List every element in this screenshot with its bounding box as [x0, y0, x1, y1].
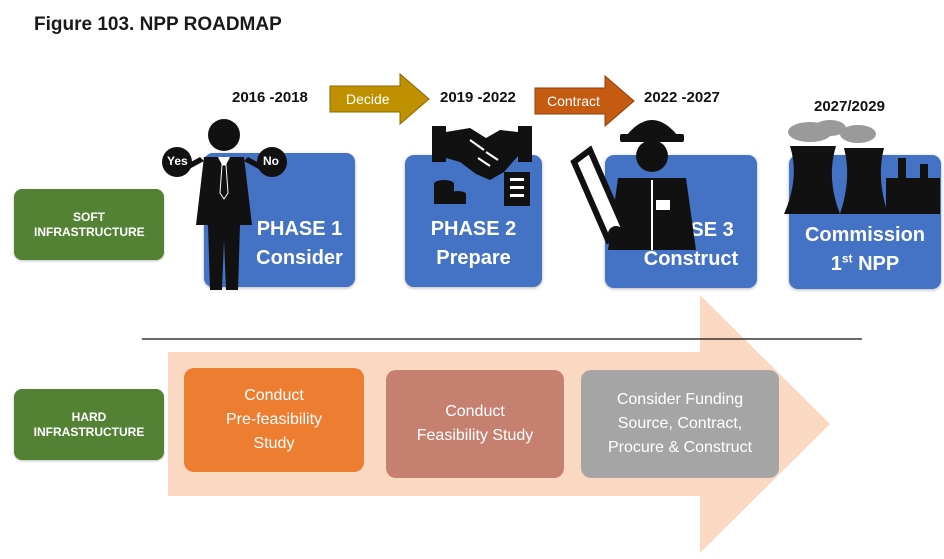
hard-infrastructure-label: HARD INFRASTRUCTURE	[14, 389, 164, 460]
no-sign: No	[263, 154, 279, 168]
commission-subtitle: 1st NPP	[830, 251, 900, 275]
year-commission: 2027/2029	[814, 98, 885, 115]
construction-worker-icon	[570, 120, 696, 250]
feasibility-step: Conduct Feasibility Study	[386, 370, 564, 478]
contract-label: Contract	[547, 93, 600, 109]
pre-feasibility-step: Conduct Pre-feasibility Study	[184, 368, 364, 472]
decide-arrow	[329, 72, 430, 126]
year-phase-2: 2019 -2022	[440, 89, 516, 106]
phase-2-subtitle: Prepare	[436, 247, 511, 269]
year-phase-3: 2022 -2027	[644, 89, 720, 106]
phase-1-subtitle: Consider	[256, 247, 343, 269]
yes-sign: Yes	[167, 154, 188, 168]
decision-person-icon	[162, 119, 287, 290]
year-phase-1: 2016 -2018	[232, 89, 308, 106]
phase-2-title: PHASE 2	[430, 218, 517, 240]
funding-construct-step: Consider Funding Source, Contract, Procu…	[581, 370, 779, 478]
commission-title: Commission	[804, 224, 926, 246]
figure-title: Figure 103. NPP ROADMAP	[34, 14, 282, 35]
phase-3-subtitle: Construct	[643, 248, 739, 270]
phase-1-title: PHASE 1	[256, 218, 343, 240]
decide-label: Decide	[346, 91, 390, 107]
nuclear-plant-icon	[784, 120, 940, 214]
contract-arrow	[534, 74, 635, 128]
handshake-icon	[432, 126, 532, 206]
soft-infrastructure-label: SOFT INFRASTRUCTURE	[14, 189, 164, 260]
